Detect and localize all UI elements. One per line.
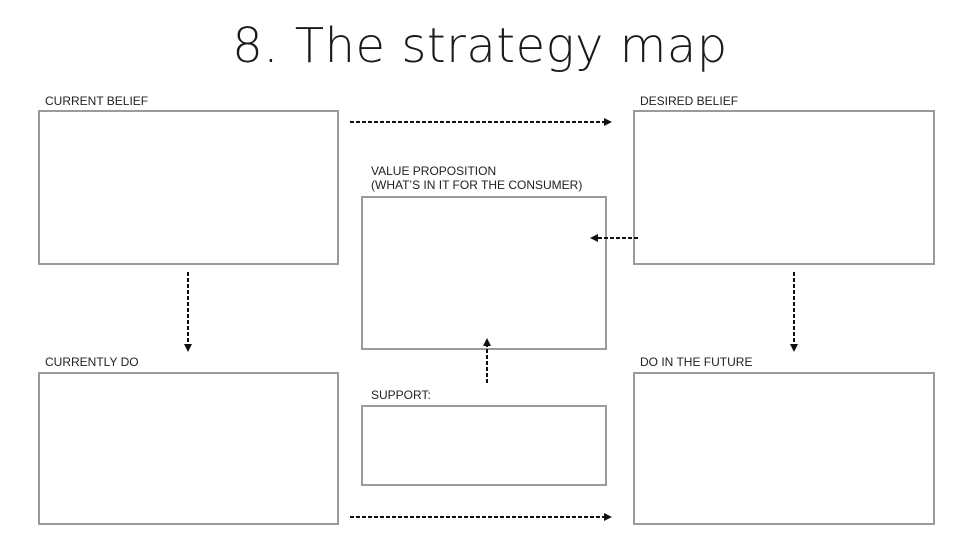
do-in-future-box[interactable] — [633, 372, 935, 525]
do-in-future-label: DO IN THE FUTURE — [640, 355, 753, 369]
current-belief-box[interactable] — [38, 110, 339, 265]
value-proposition-box[interactable] — [361, 196, 607, 350]
support-box[interactable] — [361, 405, 607, 486]
desired-belief-box[interactable] — [633, 110, 935, 265]
support-label: SUPPORT: — [371, 388, 431, 402]
currently-do-box[interactable] — [38, 372, 339, 525]
value-proposition-label: VALUE PROPOSITION (WHAT’S IN IT FOR THE … — [371, 164, 582, 192]
desired-belief-label: DESIRED BELIEF — [640, 94, 739, 108]
slide-title: 8. The strategy map — [232, 18, 728, 74]
currently-do-label: CURRENTLY DO — [45, 355, 139, 369]
value-proposition-label-line2: (WHAT’S IN IT FOR THE CONSUMER) — [371, 178, 583, 192]
value-proposition-label-line1: VALUE PROPOSITION — [371, 164, 497, 178]
current-belief-label: CURRENT BELIEF — [45, 94, 149, 108]
